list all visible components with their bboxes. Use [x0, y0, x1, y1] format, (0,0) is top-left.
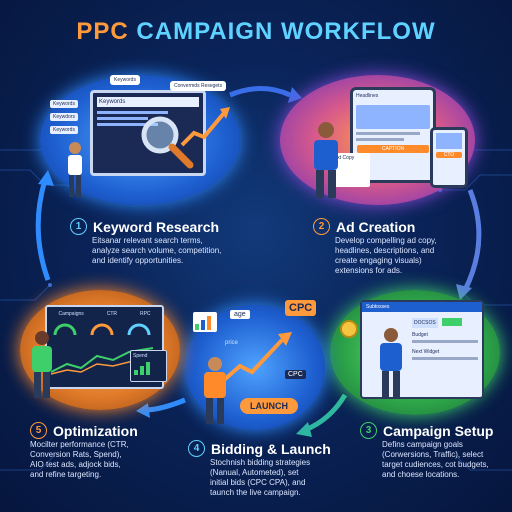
step-5-title: 5 Optimization: [30, 422, 138, 439]
scene-ad-creation: Headlines CAPTION CTO Text Copy: [280, 65, 480, 210]
age-chip: age: [230, 310, 250, 319]
scene-keyword-research: Keywords Keywords Convermds Resegets Key…: [40, 65, 240, 210]
line-chart: [50, 347, 154, 375]
step-3-description: Defins campaign goals (Corwersions, Traf…: [382, 440, 489, 479]
step-1-label: Keyword Research: [93, 218, 220, 235]
tag-keywords-b: Keywdors: [50, 113, 78, 121]
step-2-description: Develop compelling ad copy, headlines, d…: [335, 236, 437, 275]
screen-lines: [97, 111, 199, 126]
page-title: PPC CAMPAIGN WORKFLOW: [0, 18, 512, 46]
growth-arrow-icon-2: [222, 332, 292, 382]
step-2-label: Ad Creation: [336, 218, 416, 235]
step-2-number: 2: [313, 218, 330, 235]
person-figure-3: [380, 328, 402, 398]
mini-bar-chart: [193, 312, 217, 332]
step-3-number: 3: [360, 422, 377, 439]
gauge-ctr: CTR: [106, 311, 117, 317]
step-1-number: 1: [70, 218, 87, 235]
launch-button: LAUNCH: [240, 398, 298, 414]
coin-icon: [340, 320, 358, 338]
scene-campaign-setup: Subtosses DOCSOS Budget Next Widget: [330, 290, 500, 420]
step-5-label: Optimization: [53, 422, 138, 439]
scene-bidding-launch: CPC age price CPC LAUNCH: [185, 300, 325, 430]
tablet-button: CAPTION: [357, 145, 429, 153]
step-2-title: 2 Ad Creation: [313, 218, 415, 235]
step-1-description: Eitsanar relevant search terms, analyze …: [92, 236, 222, 265]
cpc-badge: CPC: [285, 300, 317, 316]
step-4-title: 4 Bidding & Launch: [188, 440, 331, 457]
magnifying-glass-icon: [141, 116, 194, 169]
monitor-screen-heading: Keywords: [97, 97, 199, 107]
title-ppc: PPC: [76, 18, 129, 45]
panel-docsos: DOCSOS: [412, 318, 438, 328]
paper-label: Text Copy: [332, 155, 355, 161]
step-4-number: 4: [188, 440, 205, 457]
person-figure-5: [32, 331, 52, 398]
tag-keywords-c: Keywords: [50, 126, 78, 134]
panel-subtosses: Subtosses: [362, 302, 482, 312]
tag-keywords-a: Keywords: [50, 100, 78, 108]
growth-arrow-icon: [180, 107, 230, 147]
step-5-number: 5: [30, 422, 47, 439]
step-1-title: 1 Keyword Research: [70, 218, 219, 235]
step-5-description: Mocilter performance (CTR, Conversion Ra…: [30, 440, 129, 479]
phone: CTO: [430, 127, 468, 188]
person-figure: [68, 142, 82, 197]
gauges: [53, 323, 151, 336]
step-4-description: Stochnish bidding strategies (Nanual, Au…: [210, 458, 311, 497]
paper-card: Text Copy: [330, 153, 370, 187]
cpc-sub-badge: CPC: [285, 370, 306, 379]
scene-optimization: Campaigns CTR RPC Spend: [20, 290, 180, 415]
step-4-label: Bidding & Launch: [211, 440, 331, 457]
bubble-keywords: Keywords: [110, 75, 140, 85]
person-figure-2: [314, 122, 338, 198]
panel-budget: Budget: [412, 332, 428, 338]
panel-next-widget: Next Widget: [412, 349, 440, 355]
price-label: price: [225, 340, 239, 346]
title-workflow: CAMPAIGN WORKFLOW: [136, 18, 436, 45]
tablet-heading: Headlines: [356, 93, 379, 99]
step-3-label: Campaign Setup: [383, 422, 494, 439]
person-figure-4: [204, 357, 226, 424]
spend-label: Spend: [133, 353, 148, 359]
spend-card: Spend: [130, 350, 167, 382]
step-3-title: 3 Campaign Setup: [360, 422, 493, 439]
phone-button: CTO: [436, 152, 462, 158]
bubble-conversions: Convermds Resegets: [170, 81, 227, 91]
gauge-campaigns: Campaigns: [58, 311, 84, 317]
gauge-rpc: RPC: [139, 311, 151, 317]
